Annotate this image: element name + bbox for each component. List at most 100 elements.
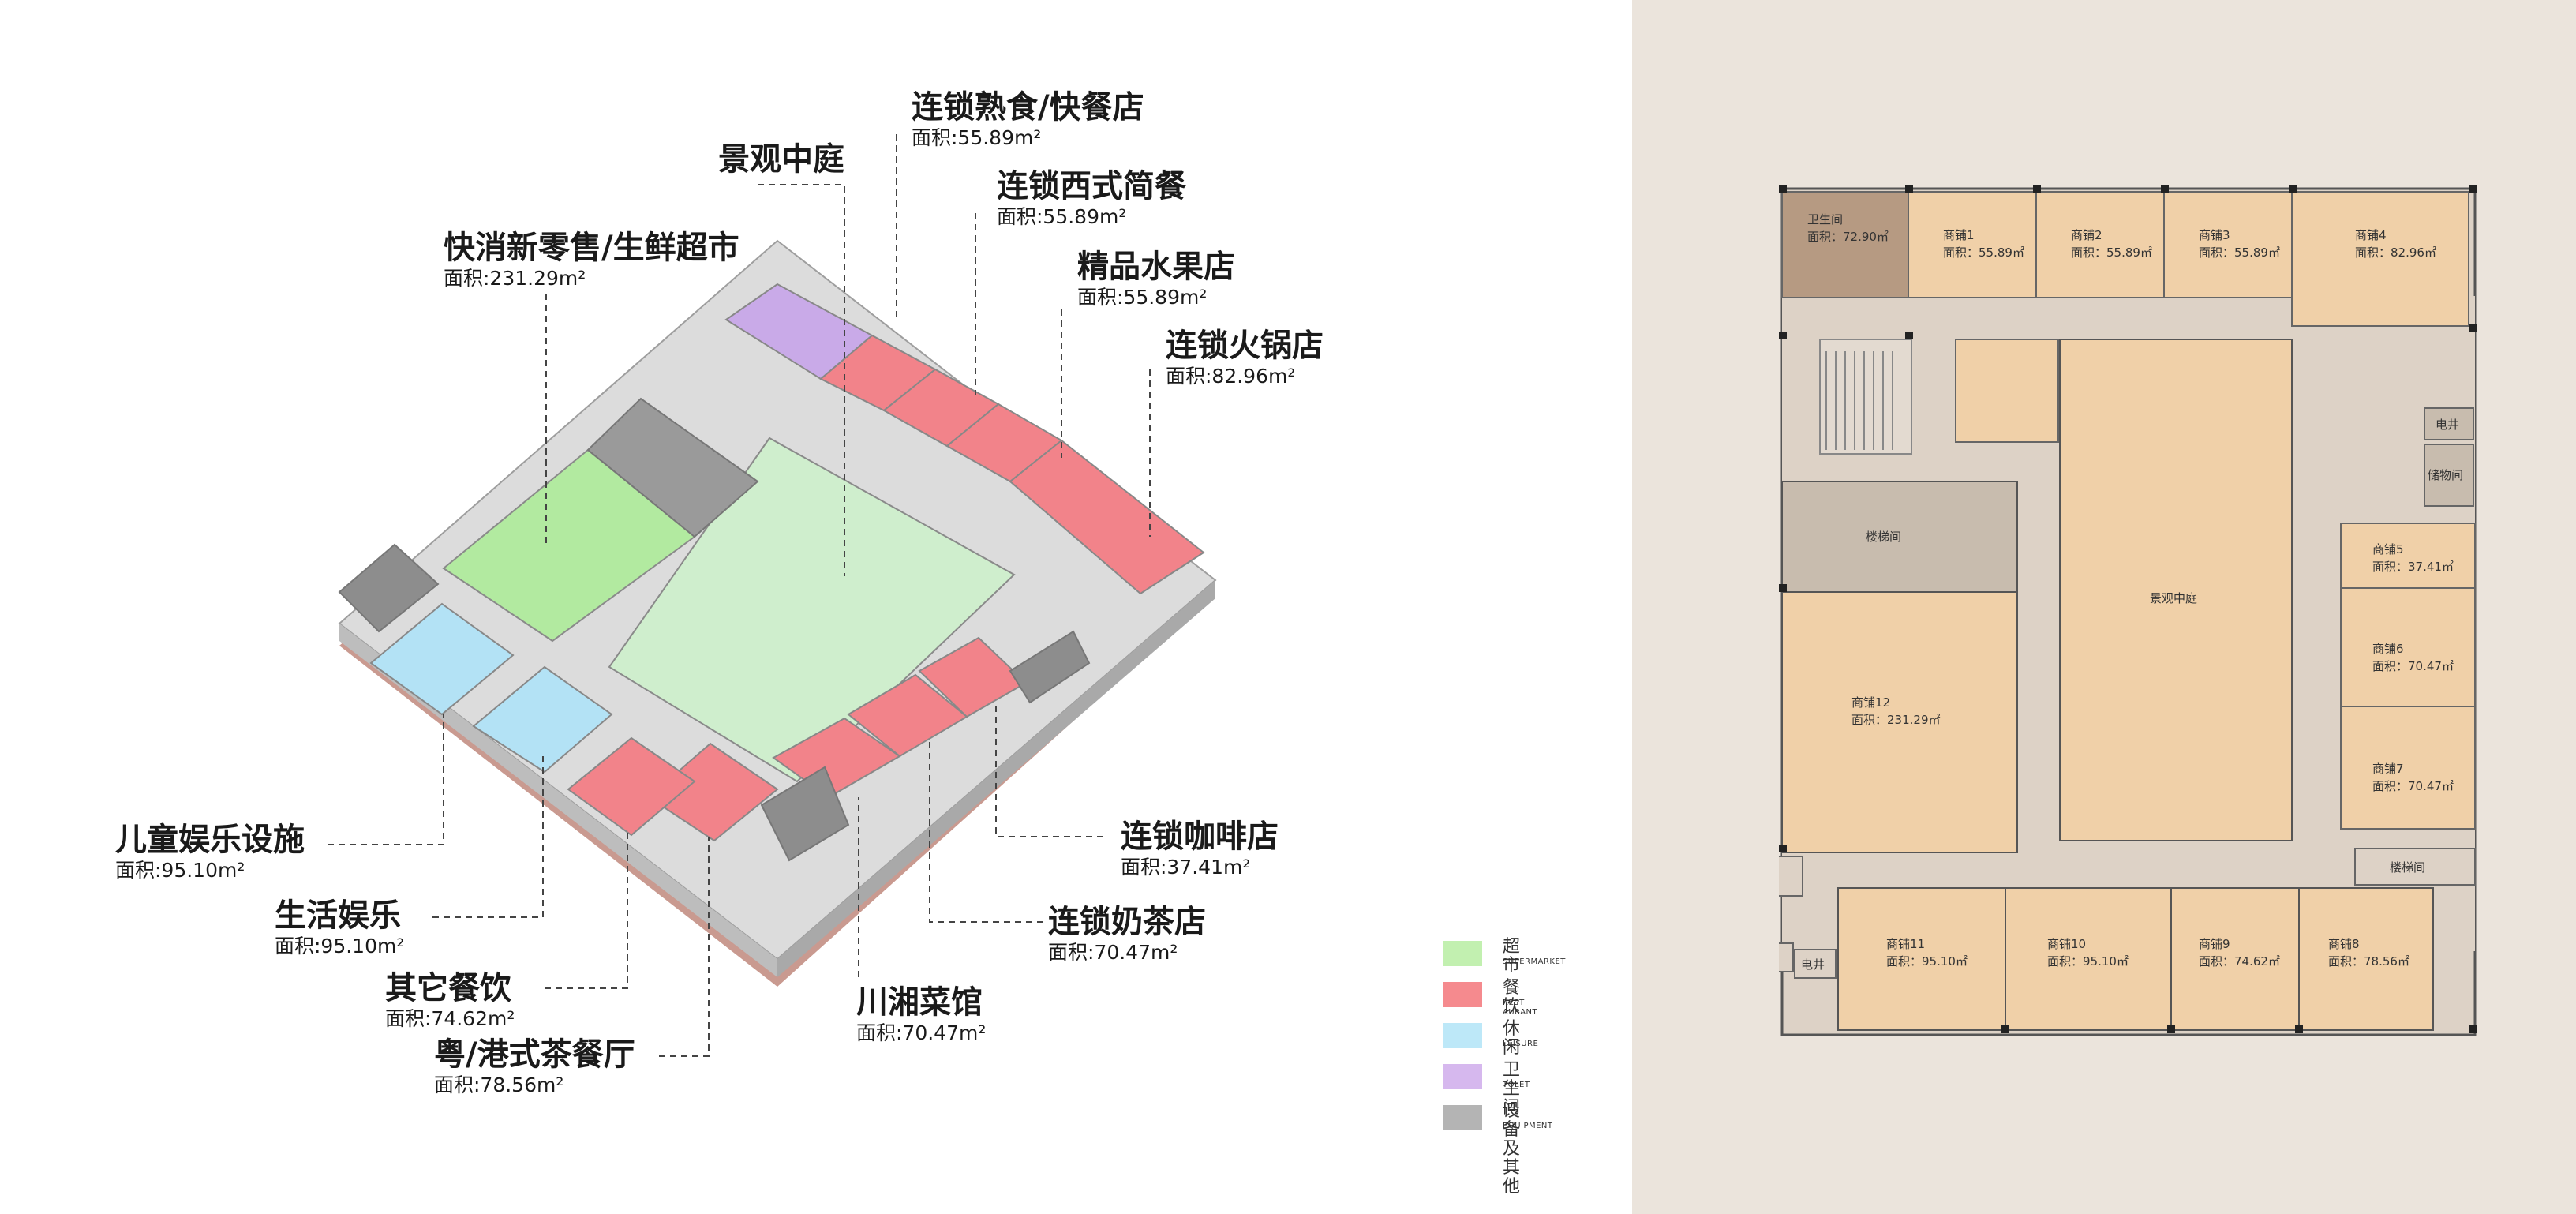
fp-shop2-name: 商铺2 <box>2071 228 2102 242</box>
label-courtyard-title: 景观中庭 <box>718 141 844 178</box>
fp-shop1 <box>1908 191 2037 298</box>
axo-leisure-2 <box>472 665 613 774</box>
legend-swatch <box>1443 1105 1482 1130</box>
label-life-area: 面积:95.10m² <box>275 935 405 957</box>
legend-label: 餐饮 <box>1503 978 1521 1017</box>
legend-label-en: EQUIPMENT <box>1503 1122 1553 1130</box>
fp-toilet <box>1781 191 1909 298</box>
legend-label: 休闲 <box>1503 1019 1521 1058</box>
label-courtyard: 景观中庭 <box>718 141 844 178</box>
label-western-area: 面积:55.89m² <box>997 205 1127 228</box>
fp-shop2 <box>2035 191 2165 298</box>
fp-shop3 <box>2163 191 2293 298</box>
axo-rest-9 <box>567 736 696 837</box>
legend-label: 卫生间 <box>1503 1060 1521 1118</box>
label-cantonese: 粤/港式茶餐厅 面积:78.56m² <box>434 1036 635 1097</box>
label-coffee: 连锁咖啡店 面积:37.41m² <box>1121 818 1279 879</box>
fp-shop10-name: 商铺10 <box>2047 937 2086 951</box>
label-cantonese-title: 粤/港式茶餐厅 <box>434 1036 635 1073</box>
fp-shop4-area: 面积：82.96㎡ <box>2355 245 2436 260</box>
legend-label-en: REST AURANT <box>1503 999 1538 1017</box>
axo-equipment-right <box>1009 630 1091 704</box>
legend-label-en: LEISURE <box>1503 1040 1539 1048</box>
fp-toilet-area: 面积：72.90㎡ <box>1807 230 1889 244</box>
label-kids-area: 面积:95.10m² <box>115 859 245 882</box>
fp-shop12-name: 商铺12 <box>1852 695 1890 710</box>
axo-leisure-1 <box>369 602 515 716</box>
axo-equipment-bottom <box>760 766 850 862</box>
label-hotpot-title: 连锁火锅店 <box>1166 328 1324 364</box>
legend-swatch <box>1443 982 1482 1007</box>
fp-shop9-area: 面积：74.62㎡ <box>2199 954 2280 969</box>
label-deli-area: 面积:55.89m² <box>912 126 1042 149</box>
fp-shop8-name: 商铺8 <box>2328 937 2360 951</box>
fp-shop7 <box>2340 706 2476 830</box>
label-sichuan-area: 面积:70.47m² <box>856 1021 987 1044</box>
fp-shop10-area: 面积：95.10㎡ <box>2047 954 2129 969</box>
legend-swatch <box>1443 1023 1482 1048</box>
fp-shop5 <box>2340 523 2476 589</box>
fp-shop11 <box>1837 887 2006 1031</box>
label-coffee-title: 连锁咖啡店 <box>1121 819 1279 855</box>
label-life: 生活娱乐 面积:95.10m² <box>275 897 404 958</box>
fp-storage-label: 储物间 <box>2428 468 2463 482</box>
fp-shop1-name: 商铺1 <box>1943 228 1975 242</box>
fp-shop12-area: 面积：231.29㎡ <box>1852 713 1941 727</box>
fp-stair1 <box>1781 481 2018 593</box>
legend-label: 设备及其他 <box>1503 1101 1521 1197</box>
fp-elec3-label: 电井 <box>1801 957 1825 972</box>
legend-swatch <box>1443 1064 1482 1089</box>
label-retail-area: 面积:231.29m² <box>444 267 586 290</box>
label-fruit-area: 面积:55.89m² <box>1077 286 1208 309</box>
label-milktea-title: 连锁奶茶店 <box>1048 904 1206 940</box>
side-face-right <box>777 580 1215 977</box>
floor-plan: 卫生间 面积：72.90㎡ 商铺1 面积：55.89㎡ 商铺2 面积：55.89… <box>1779 185 2477 1036</box>
label-kids: 儿童娱乐设施 面积:95.10m² <box>115 821 305 882</box>
axo-equipment-zone <box>586 397 759 538</box>
fp-shop3-name: 商铺3 <box>2199 228 2230 242</box>
fp-shop6-area: 面积：70.47㎡ <box>2372 659 2454 673</box>
fp-stair1-label: 楼梯间 <box>1866 530 1901 544</box>
fp-elec1 <box>2424 407 2474 440</box>
axo-equipment-left <box>338 543 440 633</box>
fp-annex <box>1955 339 2059 443</box>
fp-shop7-name: 商铺7 <box>2372 762 2404 776</box>
axonometric-panel: 连锁熟食/快餐店 面积:55.89m² 景观中庭 连锁西式简餐 面积:55.89… <box>115 88 1566 1197</box>
label-coffee-area: 面积:37.41m² <box>1121 856 1251 879</box>
label-other: 其它餐饮 面积:74.62m² <box>385 969 515 1031</box>
label-retail: 快消新零售/生鲜超市 面积:231.29m² <box>444 229 739 290</box>
fp-shop7-area: 面积：70.47㎡ <box>2372 779 2454 793</box>
label-deli-title: 连锁熟食/快餐店 <box>912 89 1144 126</box>
label-other-area: 面积:74.62m² <box>385 1007 515 1030</box>
fp-shop1-area: 面积：55.89㎡ <box>1943 245 2024 260</box>
fp-shop8 <box>2298 887 2434 1031</box>
fp-stair2 <box>2354 848 2476 886</box>
label-deli: 连锁熟食/快餐店 面积:55.89m² <box>912 88 1144 150</box>
label-fruit-title: 精品水果店 <box>1077 249 1235 285</box>
legend-swatch <box>1443 941 1482 966</box>
fp-shop10 <box>2005 887 2172 1031</box>
fp-shop4-name: 商铺4 <box>2355 228 2387 242</box>
side-face-left <box>339 624 777 977</box>
label-kids-title: 儿童娱乐设施 <box>115 822 305 858</box>
label-hotpot: 连锁火锅店 面积:82.96m² <box>1166 327 1324 388</box>
fp-shop6 <box>2340 587 2476 707</box>
fp-columns <box>1779 185 2477 1033</box>
fp-courtyard-label: 景观中庭 <box>2150 591 2197 605</box>
leader-lines <box>328 134 1151 1057</box>
fp-shop9 <box>2170 887 2300 1031</box>
fp-storage <box>2424 444 2474 507</box>
fp-stair2-label: 楼梯间 <box>2390 860 2425 875</box>
legend-label: 超市 <box>1503 937 1521 976</box>
label-western: 连锁西式简餐 面积:55.89m² <box>997 167 1186 229</box>
fp-shop5-name: 商铺5 <box>2372 542 2404 556</box>
axo-rest-6 <box>847 673 968 758</box>
label-cantonese-area: 面积:78.56m² <box>434 1073 564 1096</box>
fp-shop11-area: 面积：95.10㎡ <box>1886 954 1968 969</box>
axonometric-diagram <box>328 134 1217 1057</box>
fp-shop11-name: 商铺11 <box>1886 937 1925 951</box>
legend-label-en: SUPERMARKET <box>1503 957 1566 966</box>
fp-toilet-name: 卫生间 <box>1807 212 1843 227</box>
fp-elec2 <box>1779 942 1794 972</box>
label-western-title: 连锁西式简餐 <box>997 168 1186 204</box>
